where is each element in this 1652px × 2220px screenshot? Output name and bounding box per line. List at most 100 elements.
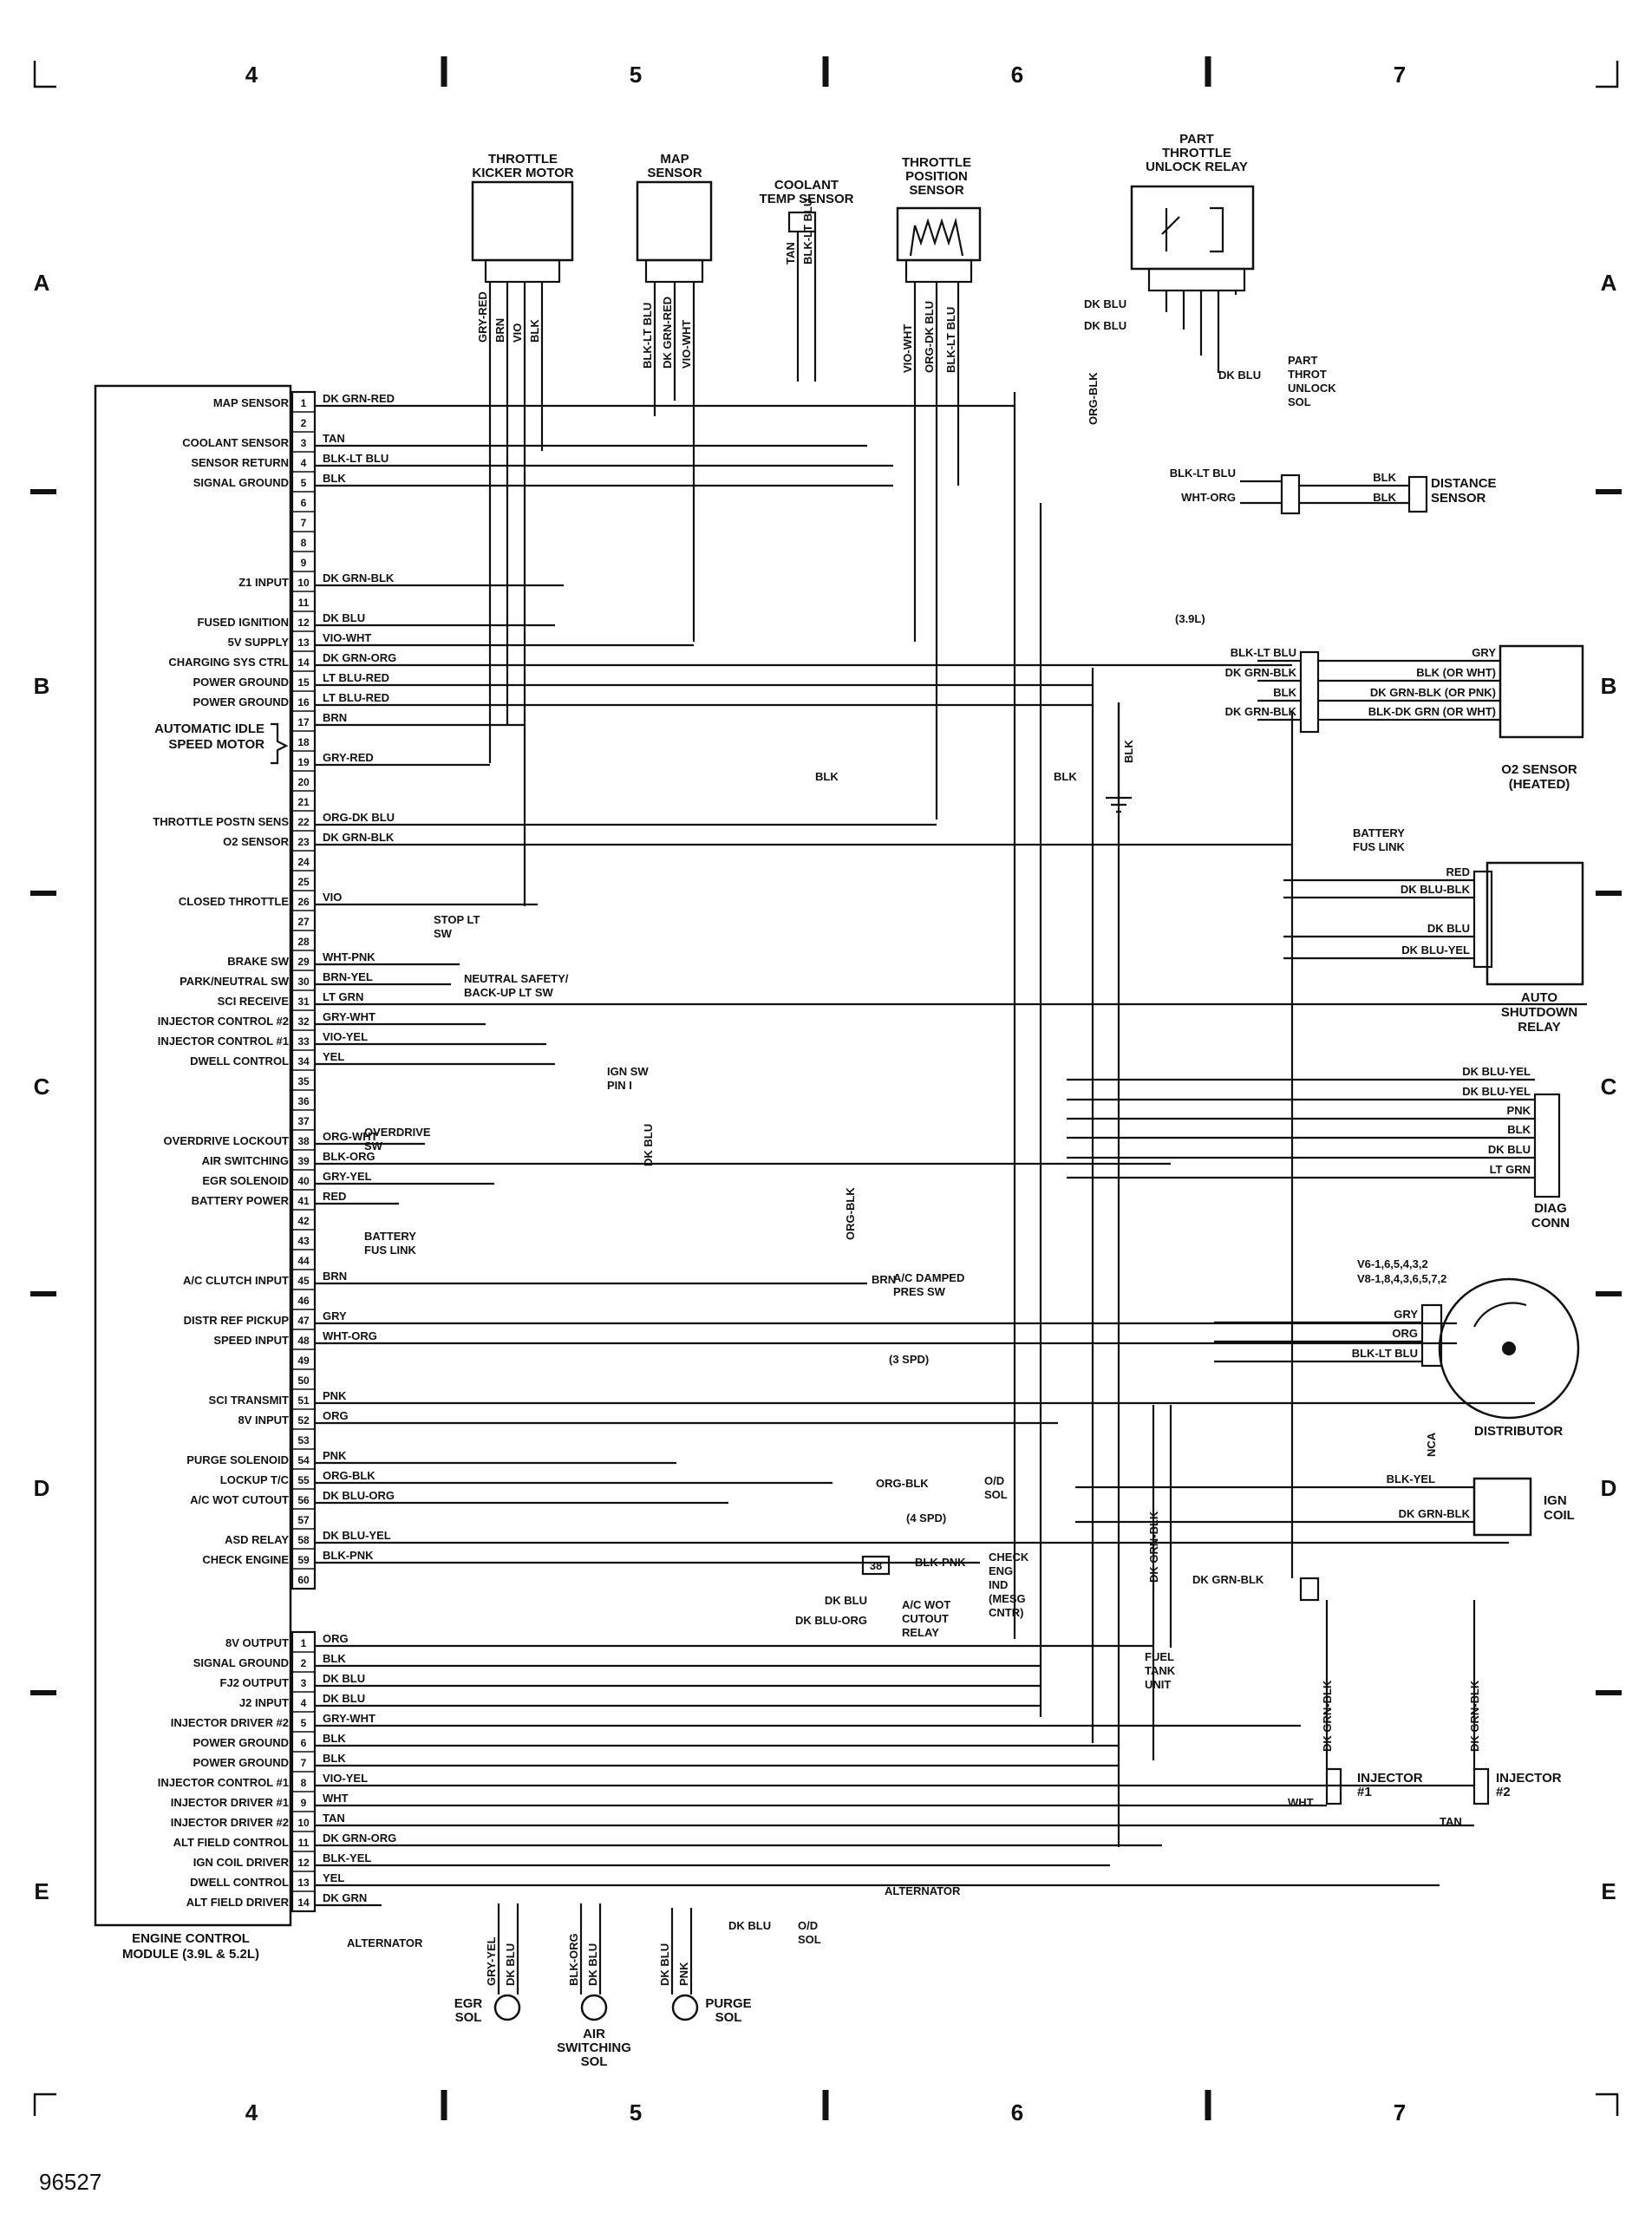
wire-color-label: ORG-BLK	[323, 1469, 375, 1482]
kicker-motor-box	[471, 180, 574, 262]
wire-color-label: BLK	[1122, 740, 1135, 763]
wire-color-label: DK BLU-YEL	[323, 1529, 391, 1542]
wire-color-label: BLK-YEL	[323, 1851, 371, 1864]
pin-function-label: DWELL CONTROL	[190, 1054, 289, 1068]
pin-number: 3	[301, 437, 307, 449]
wire-color-label: DK GRN-RED	[323, 392, 395, 405]
pin-function-label: 5V SUPPLY	[228, 636, 290, 649]
wire-color-label: DK BLU	[586, 1943, 599, 1986]
three-spd-label: (3 SPD)	[889, 1353, 929, 1366]
column-label: 7	[1394, 62, 1406, 88]
wire-color-label: BLK	[815, 770, 839, 783]
purge-solenoid	[671, 1994, 699, 2021]
pin-function-label: SCI RECEIVE	[218, 995, 290, 1008]
relay-switch-icon	[1161, 206, 1224, 253]
pin-number: 45	[297, 1275, 310, 1287]
row-label: D	[1601, 1475, 1617, 1501]
pin-number: 21	[297, 796, 310, 808]
pin-function-label: A/C WOT CUTOUT	[190, 1493, 289, 1506]
corner-mark-bl	[33, 2093, 56, 2116]
map-sensor-box	[636, 180, 713, 262]
pin-number: 25	[297, 876, 310, 888]
row-label: E	[34, 1878, 49, 1904]
pin-number: 48	[297, 1335, 310, 1347]
wire-color-label: DK GRN-BLK	[1225, 705, 1297, 718]
corner-mark-br	[1596, 2093, 1619, 2116]
wire-color-label: BLK-PNK	[915, 1556, 966, 1569]
wire-color-label: GRY	[323, 1309, 347, 1322]
wire-color-label: DK GRN-BLK	[1321, 1680, 1334, 1752]
wire-color-label: BLK	[323, 1752, 346, 1765]
pin-number: 1	[301, 1637, 307, 1649]
pin-number: 10	[297, 1817, 310, 1829]
wire-color-label: DK GRN-ORG	[323, 651, 396, 664]
connector-38-label: 38	[870, 1559, 882, 1572]
wire-color-label: ORG-DK BLU	[923, 301, 936, 373]
pin-function-label: PARK/NEUTRAL SW	[180, 975, 290, 988]
pin-number: 58	[297, 1534, 310, 1546]
pin-number: 28	[297, 936, 310, 948]
wire-color-label: GRY-YEL	[323, 1170, 372, 1183]
wire-color-label: DK BLU	[728, 1919, 771, 1932]
pin-function-label: DWELL CONTROL	[190, 1876, 289, 1889]
pin-function-label: SENSOR RETURN	[191, 456, 289, 469]
wire-color-label: GRY-WHT	[323, 1712, 375, 1725]
pin-number: 32	[297, 1015, 310, 1028]
wire-color-label: PNK	[323, 1389, 347, 1402]
egr-solenoid	[493, 1994, 521, 2021]
pin-function-label: POWER GROUND	[193, 1736, 290, 1749]
pin-function-label: MAP SENSOR	[213, 396, 290, 409]
wire-color-label: DK BLU	[1427, 922, 1470, 935]
pin-function-label: INJECTOR DRIVER #1	[171, 1796, 289, 1809]
pin-function-label: SCI TRANSMIT	[209, 1394, 290, 1407]
pin-number: 13	[297, 1877, 310, 1889]
wire-color-label: WHT	[1288, 1796, 1314, 1809]
wire-color-label: RED	[323, 1190, 346, 1203]
wire-color-label: BLK-LT BLU	[1170, 467, 1236, 480]
wire-color-label: DK GRN-BLK	[1468, 1680, 1481, 1752]
wire-color-label: BLK-LT BLU	[1231, 646, 1296, 659]
row-label: E	[1601, 1878, 1616, 1904]
wire-color-label: LT BLU-RED	[323, 691, 389, 704]
wire-color-label: DK GRN-RED	[661, 297, 674, 369]
wire-runs	[315, 232, 1587, 1995]
pin-number: 6	[301, 497, 307, 509]
part-throttle-relay-box	[1130, 185, 1255, 271]
wire-color-label: BLK-LT BLU	[944, 307, 957, 373]
pin-function-label: SIGNAL GROUND	[193, 476, 289, 489]
wire-color-label: DK BLU-YEL	[1401, 944, 1470, 957]
wire-color-label: ORG-BLK	[844, 1187, 857, 1240]
wire-color-label: BRN	[323, 711, 347, 724]
pin-number: 5	[301, 477, 307, 489]
distributor-rotation-icon	[1473, 1302, 1527, 1328]
column-ticks	[441, 56, 1211, 2120]
pin-function-label: SPEED INPUT	[213, 1334, 289, 1347]
coolant-sensor	[787, 211, 817, 233]
pin-function-label: POWER GROUND	[193, 695, 290, 708]
alternator-left-label: ALTERNATOR	[347, 1936, 423, 1949]
pin-number: 8	[301, 537, 307, 549]
wire-color-label: BLK	[1373, 491, 1396, 504]
wire-color-label: DK BLU	[1084, 297, 1126, 310]
pin-number: 27	[297, 916, 310, 928]
wire-color-label: GRY-RED	[476, 291, 489, 343]
figure-id: 96527	[39, 2169, 101, 2195]
wire-color-label: DK GRN-BLK	[323, 831, 395, 844]
wire-color-label: DK BLU	[504, 1943, 517, 1986]
o2-title: O2 SENSOR(HEATED)	[1501, 762, 1577, 792]
wire-color-label: DK BLU	[323, 1692, 365, 1705]
column-label: 6	[1011, 2099, 1023, 2125]
